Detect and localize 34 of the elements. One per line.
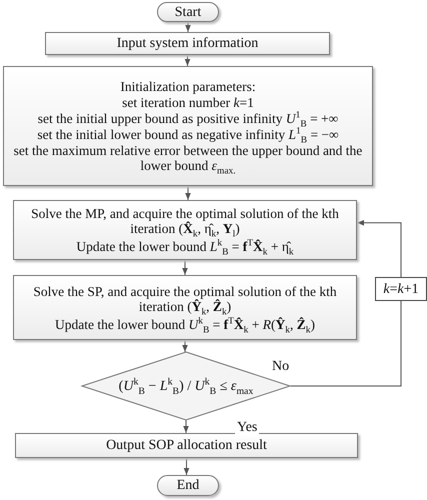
arrow <box>185 22 191 32</box>
process-box <box>45 32 330 55</box>
node-text: End <box>176 478 200 493</box>
process-box <box>3 66 373 186</box>
node-text: Update the lower bound U$^{k}$$_{B}$ = f$^{T}$X̂$_{k}$ + R(Ŷ$_{k}$, Ẑ$_{k}$) <box>54 316 316 332</box>
process-box <box>375 277 427 301</box>
node-text: Solve the SP, and acquire the optimal solution of the kth iteration (Ŷ$_{k}$, Ẑ$_{k}$) <box>32 284 338 314</box>
node-text: Start <box>174 4 202 20</box>
arrow <box>182 340 188 352</box>
node-text: Output SOP allocation result <box>105 438 268 453</box>
arrow <box>182 260 188 276</box>
node-text: Update the lower bound L$^{k}$$_{B}$ = f$^{T}$X̂$_{k}$ + η̂$_{k}$ <box>75 239 295 254</box>
node-text: Solve the MP, and acquire the optimal solution of the kth iteration (X̂$_{k}$, η̂$_{k}$, Y$_{l}$) <box>30 206 340 236</box>
process-box <box>13 275 357 340</box>
edge-label: Yes <box>235 420 260 435</box>
connector-line <box>290 300 402 386</box>
node-text: Input system information <box>116 36 260 51</box>
decision-diamond <box>82 352 290 420</box>
node-text: (U$^{k}$$_{B}$ − L$^{k}$$_{B}$) / U$^{k}$$_{B}$ ≤ ε$_{max}$ <box>118 378 254 394</box>
node-text: set the initial upper bound as positive infinity U$^{1}$$_{B}$ = +∞ <box>36 111 340 126</box>
arrow <box>185 186 191 200</box>
terminal-node <box>157 2 219 22</box>
node-text: set the initial lower bound as negative infinity L$^{1}$$_{B}$ = −∞ <box>37 127 339 142</box>
arrow <box>184 54 190 66</box>
arrow <box>356 220 402 278</box>
node-text: set iteration number k=1 <box>121 95 255 110</box>
arrow <box>184 458 190 476</box>
node-text: set the maximum relative error between the upper bound and the lower bound ε$_{max.}$ <box>12 143 364 173</box>
process-box <box>13 200 357 260</box>
terminal-node <box>157 475 219 496</box>
arrow <box>183 420 189 434</box>
process-box <box>15 433 358 458</box>
node-text: k=k+1 <box>382 282 420 296</box>
node-text: Initialization parameters: <box>119 79 257 94</box>
